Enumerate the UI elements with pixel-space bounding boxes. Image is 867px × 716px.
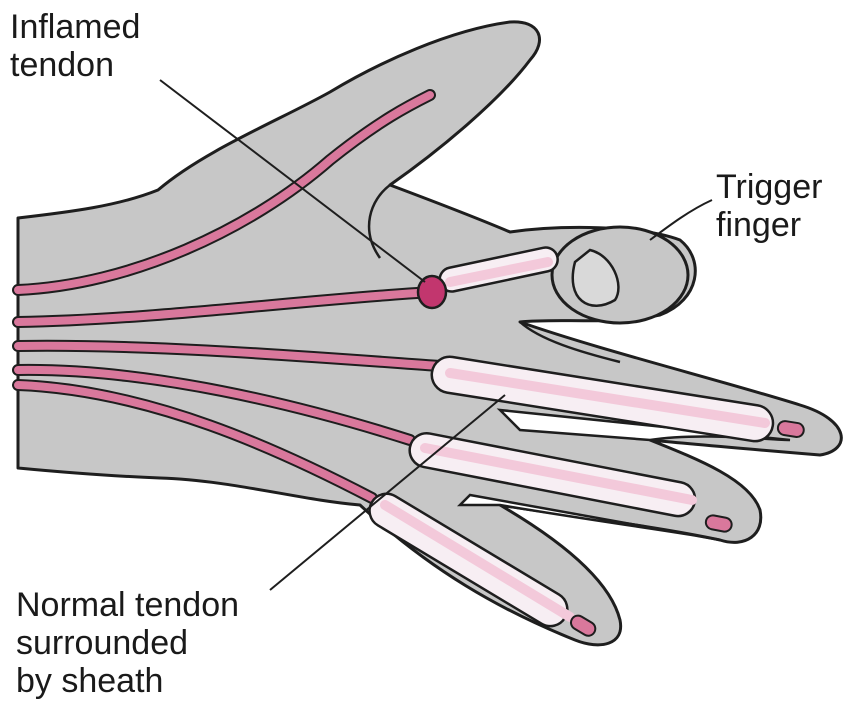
normal-tendon-label: Normal tendon surrounded by sheath [16, 586, 239, 700]
inflamed-tendon-label: Inflamed tendon [10, 8, 140, 84]
trigger-finger-label: Trigger finger [716, 168, 822, 244]
trigger-finger [552, 227, 688, 323]
leader-trigger [650, 200, 712, 240]
